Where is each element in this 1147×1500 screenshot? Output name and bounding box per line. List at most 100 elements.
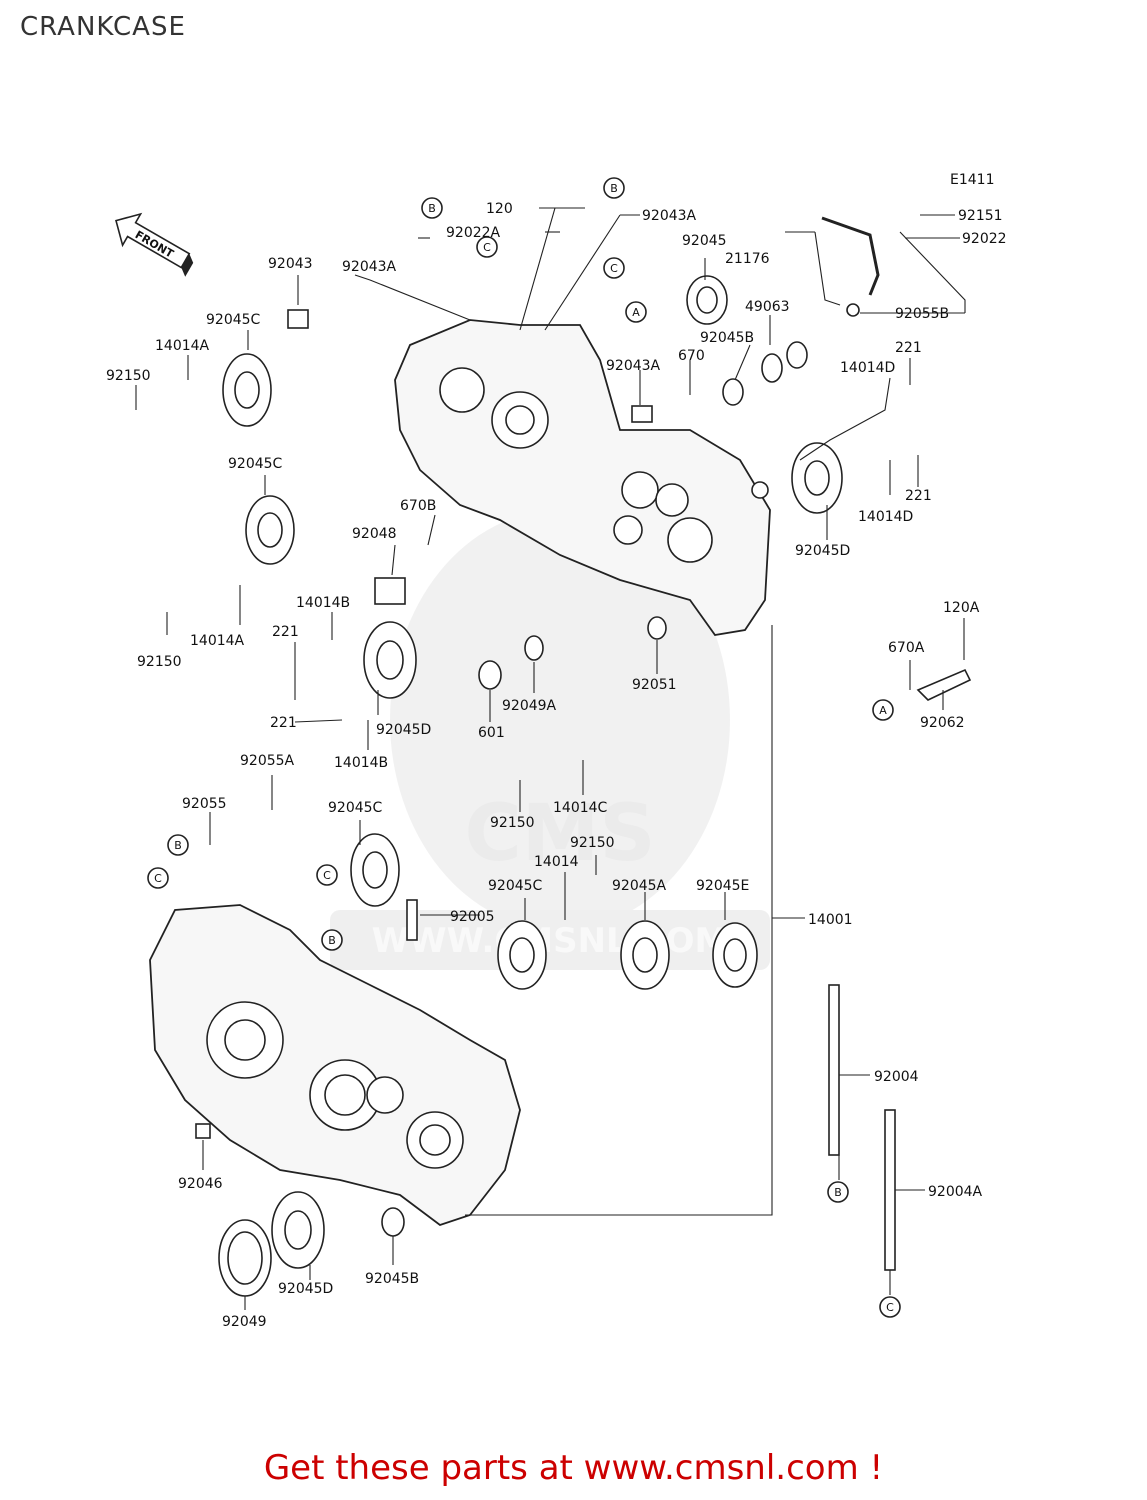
bearing-92045A — [620, 920, 670, 990]
part-label: 601 — [478, 725, 505, 741]
part-label: 670A — [888, 640, 925, 656]
ref-B: B — [834, 1186, 842, 1199]
part-label: 92055 — [182, 796, 227, 812]
watermark-text: WWW.CMSNL.COM — [372, 921, 729, 961]
bearing-92045B-bottom — [381, 1207, 405, 1237]
bearing-92045C-lower — [350, 833, 400, 907]
part-label: 14001 — [808, 912, 853, 928]
part-label: 92043 — [268, 256, 313, 272]
part-label: 92045E — [696, 878, 749, 894]
part-label: 120 — [486, 201, 513, 217]
ref-C: C — [483, 241, 491, 254]
part-label: 92045B — [365, 1271, 419, 1287]
part-label: 92045 — [682, 233, 727, 249]
part-label: 92055A — [240, 753, 295, 769]
bearing-92045D-bottom — [271, 1191, 325, 1269]
part-label: 92049A — [502, 698, 557, 714]
part-label: 14014 — [534, 854, 579, 870]
lower-crankcase-half — [149, 904, 521, 1227]
part-label: 92046 — [178, 1176, 223, 1192]
ref-B: B — [428, 202, 436, 215]
part-label: 92043A — [606, 358, 661, 374]
seal-92051 — [647, 616, 667, 640]
part-label: 49063 — [745, 299, 790, 315]
part-label: 221 — [272, 624, 299, 640]
ref-A: A — [879, 704, 887, 717]
ref-C: C — [323, 869, 331, 882]
part-label: 92045C — [228, 456, 283, 472]
part-label: 92022 — [962, 231, 1007, 247]
part-label: 14014C — [553, 800, 608, 816]
part-label: 92004 — [874, 1069, 919, 1085]
part-label: 670B — [400, 498, 436, 514]
part-label: 92045B — [700, 330, 754, 346]
part-label: 92150 — [106, 368, 151, 384]
part-label: 92005 — [450, 909, 495, 925]
bearing-92045D-right — [791, 442, 843, 514]
part-label: 120A — [943, 600, 980, 616]
part-label: 92004A — [928, 1184, 983, 1200]
part-label: 92045D — [376, 722, 431, 738]
part-label: 92045C — [488, 878, 543, 894]
bearing-92045D-mid — [363, 621, 417, 699]
part-label: 92150 — [490, 815, 535, 831]
bearing-92045C-bottom — [497, 920, 547, 990]
part-labels: E1411 120 92043A 92022A 92045 92151 9202… — [106, 172, 1007, 1330]
part-label: 92043A — [342, 259, 397, 275]
watermark-logo: CMS WWW.CMSNL.COM — [330, 510, 770, 970]
part-label: 92150 — [570, 835, 615, 851]
part-label: 14014D — [858, 509, 913, 525]
bearing-92045C-upper — [222, 353, 272, 427]
bearing-92048 — [374, 577, 406, 605]
part-label: 92055B — [895, 306, 949, 322]
bushing-92043 — [287, 309, 309, 329]
svg-text:CMS: CMS — [464, 789, 655, 879]
bracket-92062 — [916, 668, 972, 701]
parts-diagram: CMS WWW.CMSNL.COM FRONT — [106, 172, 1007, 1330]
ref-C: C — [154, 872, 162, 885]
part-label: 221 — [895, 340, 922, 356]
ref-B: B — [174, 839, 182, 852]
stud-92004 — [828, 984, 840, 1156]
plug-92046 — [195, 1123, 211, 1139]
part-label: 92045C — [206, 312, 261, 328]
ref-B: B — [610, 182, 618, 195]
part-label: 14014B — [296, 595, 350, 611]
ref-A: A — [632, 306, 640, 319]
footer-link[interactable]: Get these parts at www.cmsnl.com ! — [263, 1448, 884, 1488]
bearing-92045-top — [686, 275, 728, 325]
bearing-92045E — [712, 922, 758, 988]
part-label: 92022A — [446, 225, 501, 241]
ref-B: B — [328, 934, 336, 947]
ref-C: C — [610, 262, 618, 275]
part-label: 92049 — [222, 1314, 267, 1330]
part-label: 221 — [270, 715, 297, 731]
part-label: 14014D — [840, 360, 895, 376]
seal-92049A — [524, 635, 544, 661]
part-label: 92043A — [642, 208, 697, 224]
part-label: 92045D — [278, 1281, 333, 1297]
part-label: 14014B — [334, 755, 388, 771]
seal-601 — [478, 660, 502, 690]
bushing-92043A-mid — [631, 405, 653, 423]
leader-lines — [135, 207, 966, 1310]
part-label: 92150 — [137, 654, 182, 670]
ref-C: C — [886, 1301, 894, 1314]
diagram-code: E1411 — [950, 172, 994, 188]
part-label: 92048 — [352, 526, 397, 542]
upper-crankcase-half — [394, 319, 771, 636]
stud-92004A — [884, 1109, 896, 1271]
part-label: 92151 — [958, 208, 1003, 224]
part-label: 14014A — [190, 633, 245, 649]
part-label: 221 — [905, 488, 932, 504]
pipe-21176 — [821, 216, 880, 317]
pin-92005 — [406, 899, 418, 941]
front-arrow-icon: FRONT — [115, 212, 194, 277]
part-label: 14014A — [155, 338, 210, 354]
part-label: 670 — [678, 348, 705, 364]
part-label: 21176 — [725, 251, 770, 267]
part-label: 92062 — [920, 715, 965, 731]
part-label: 92045C — [328, 800, 383, 816]
page-title: CRANKCASE — [20, 12, 186, 42]
bearing-92045B-top — [722, 378, 744, 406]
